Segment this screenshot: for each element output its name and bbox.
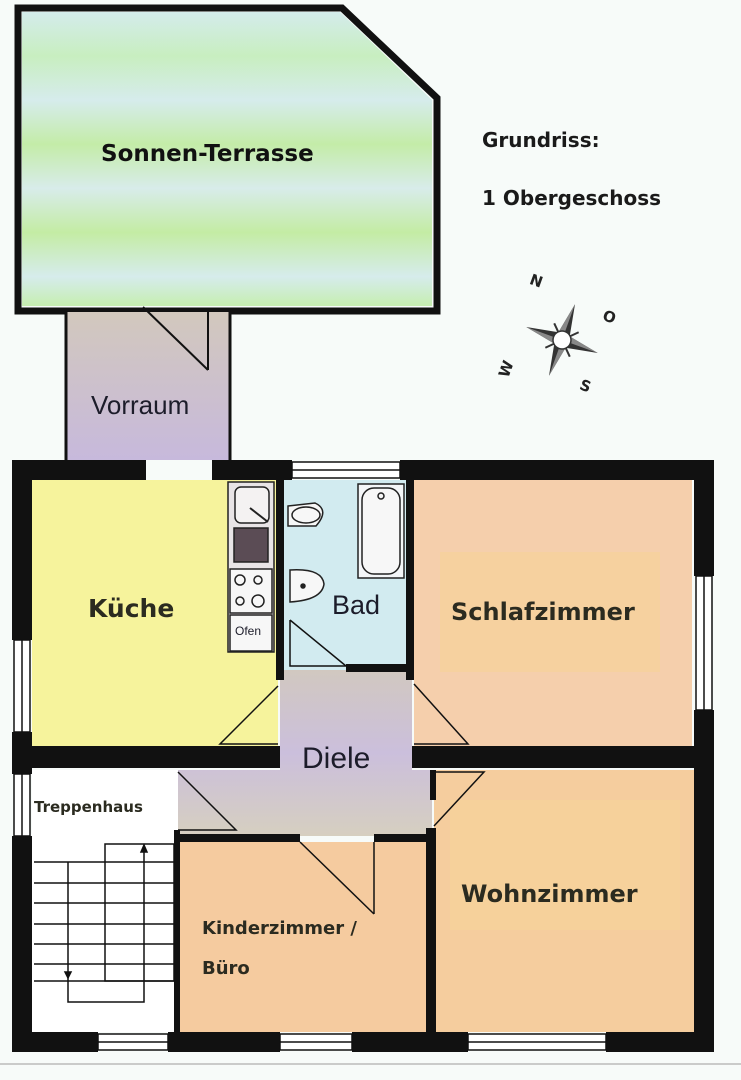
label-hall: Diele (302, 742, 371, 775)
staircase (34, 843, 175, 1003)
bath-fixtures (287, 483, 405, 603)
room-kids (180, 842, 426, 1032)
outer-walls (12, 460, 714, 1052)
room-vorraum (64, 306, 232, 460)
label-terrace: Sonnen-Terrasse (101, 141, 314, 167)
kitchen-counter (227, 481, 275, 653)
label-kitchen: Küche (88, 594, 175, 623)
interior-walls (12, 480, 714, 1034)
room-terrace (14, 4, 441, 315)
label-living: Wohnzimmer (461, 880, 638, 908)
room-hall (178, 670, 432, 836)
plan-subtitle: 1 Obergeschoss (482, 186, 662, 210)
label-bath: Bad (332, 590, 381, 620)
label-bedroom: Schlafzimmer (451, 598, 635, 626)
label-oven: Ofen (235, 624, 262, 638)
plan-title: Grundriss: (482, 128, 600, 152)
windows (13, 461, 713, 1051)
label-kids-line1: Kinderzimmer / (202, 918, 357, 939)
label-vorraum: Vorraum (91, 390, 190, 420)
doors (177, 619, 486, 915)
label-kids-line2: Büro (202, 958, 250, 979)
compass-rose (526, 304, 598, 376)
label-stairwell: Treppenhaus (34, 798, 143, 816)
